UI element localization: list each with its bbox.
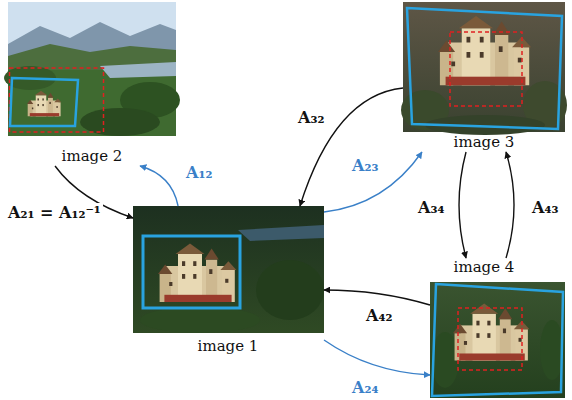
transform-arrow [506, 152, 514, 258]
image-caption: image 4 [454, 258, 515, 276]
transform-label: A₃₂ [296, 108, 326, 128]
transform-arrow [140, 166, 178, 206]
transform-label: A₂₁ = A₁₂⁻¹ [6, 203, 103, 223]
image-caption: image 1 [198, 337, 259, 355]
photo-image-3 [401, 2, 567, 135]
image-caption: image 2 [62, 147, 123, 165]
transform-arrow [324, 152, 422, 212]
transform-arrow [324, 290, 430, 305]
image-panel: image 4 [430, 258, 565, 398]
image-panel: image 2 [8, 2, 176, 166]
photo-image-1 [133, 206, 324, 333]
image-panel: image 1 [133, 206, 324, 356]
transform-arrow [459, 152, 466, 258]
transform-label: A₄₃ [530, 198, 560, 218]
transform-label: A₁₂ [184, 163, 214, 183]
transform-arrow [324, 340, 430, 375]
image-caption: image 3 [454, 133, 515, 151]
image-panel: image 3 [403, 2, 565, 152]
photo-image-2 [4, 2, 180, 136]
transform-arrow [300, 88, 403, 206]
transform-label: A₂₄ [350, 378, 380, 398]
transform-label: A₃₄ [416, 198, 446, 218]
photo-image-4 [430, 282, 565, 398]
transform-label: A₄₂ [364, 306, 394, 326]
transform-label: A₂₃ [350, 156, 380, 176]
